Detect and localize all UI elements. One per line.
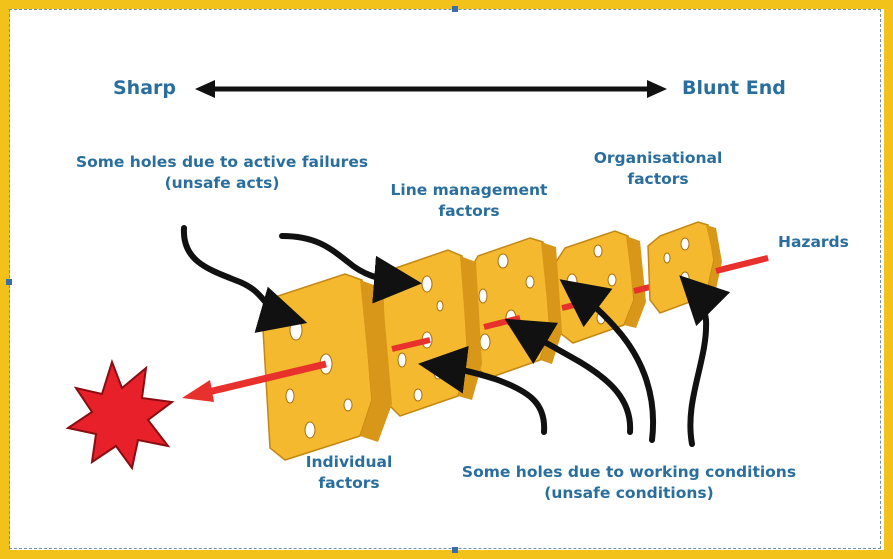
- explosion-icon: [68, 362, 172, 468]
- individual-line2: factors: [290, 473, 408, 494]
- cheese-slice-2: [382, 250, 482, 416]
- individual-factors-label: Individual factors: [290, 452, 408, 494]
- active-failures-line1: Some holes due to active failures: [54, 152, 390, 173]
- working-conditions-line2: (unsafe conditions): [432, 483, 826, 504]
- cheese-slice-5: [648, 222, 722, 313]
- cheese-slice-1: [262, 274, 392, 460]
- organisational-line2: factors: [578, 169, 738, 190]
- line-management-label: Line management factors: [376, 180, 562, 222]
- line-management-line2: factors: [376, 201, 562, 222]
- cheese-slice-4: [556, 231, 646, 343]
- cheese-slice-3: [470, 238, 562, 378]
- hazards-label: Hazards: [778, 232, 849, 253]
- working-conditions-line1: Some holes due to working conditions: [432, 462, 826, 483]
- active-failures-label: Some holes due to active failures (unsaf…: [54, 152, 390, 194]
- individual-line1: Individual: [290, 452, 408, 473]
- line-management-line1: Line management: [376, 180, 562, 201]
- blunt-end-label: Blunt End: [682, 76, 786, 102]
- organisational-label: Organisational factors: [578, 148, 738, 190]
- active-failures-line2: (unsafe acts): [54, 173, 390, 194]
- sharp-label: Sharp: [113, 76, 176, 102]
- working-conditions-label: Some holes due to working conditions (un…: [432, 462, 826, 504]
- sharp-blunt-arrow: [195, 80, 667, 98]
- organisational-line1: Organisational: [578, 148, 738, 169]
